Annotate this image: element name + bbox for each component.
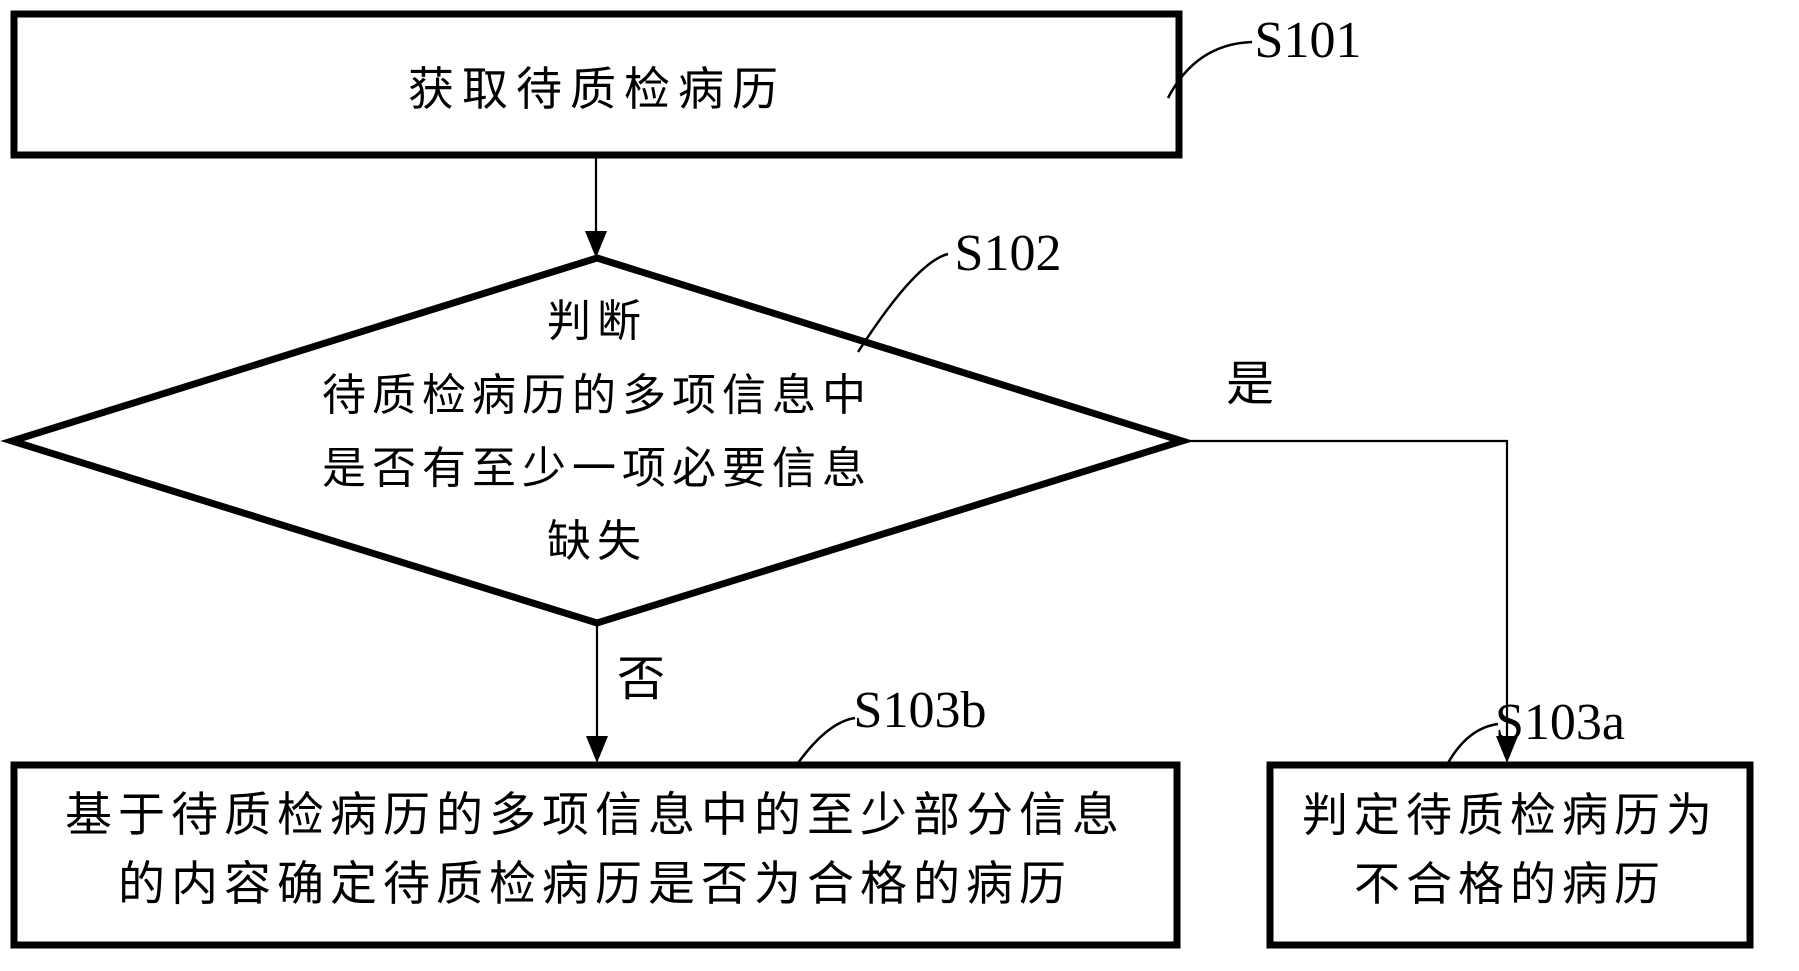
s103b-result-box [10,761,1181,949]
s103b-leader-curve [796,716,856,764]
s103b-box-line-2: 的内容确定待质检病历是否为合格的病历 [118,859,1072,911]
s102-diamond-line-1: 判断 [547,297,647,346]
s102-diamond-line-4: 缺失 [547,517,647,566]
s103a-box-line-1: 判定待质检病历为 [1302,790,1718,841]
s101-to-s102-arrowhead-icon [585,231,607,258]
s102-step-label: S102 [955,225,1062,282]
s103b-step-label: S103b [854,682,987,739]
s103a-box-line-2: 不合格的病历 [1354,859,1666,910]
s102-leader-curve [856,252,949,353]
no-branch-arrowhead-icon [586,736,608,763]
s101-step-label: S101 [1255,12,1362,69]
s102-diamond-line-3: 是否有至少一项必要信息 [322,444,872,493]
s101-box-label: 获取待质检病历 [408,64,786,115]
s103a-step-label: S103a [1495,694,1625,751]
s103a-leader-curve [1446,722,1499,764]
yes-branch-arrowhead-icon [1496,736,1518,763]
yes-branch-connector [1182,439,1509,738]
s101-process-box [10,10,1183,159]
s102-diamond-line-2: 待质检病历的多项信息中 [322,371,872,420]
s103b-box-line-1: 基于待质检病历的多项信息中的至少部分信息 [65,790,1125,842]
no-branch-label: 否 [617,653,665,706]
s103a-result-box [1266,761,1754,949]
yes-branch-label: 是 [1226,358,1274,411]
s101-leader-curve [1166,40,1253,99]
